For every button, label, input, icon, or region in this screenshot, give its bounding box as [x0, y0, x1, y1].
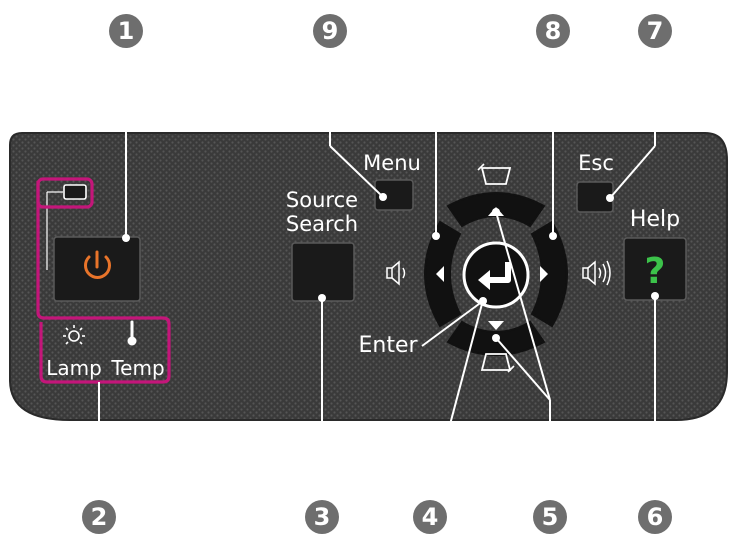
- callout-8: 8: [536, 14, 570, 48]
- temp-label: Temp: [110, 356, 164, 380]
- source-search-button[interactable]: [291, 242, 355, 302]
- svg-text:7: 7: [647, 17, 664, 45]
- help-button[interactable]: ?: [623, 237, 687, 301]
- menu-button[interactable]: [374, 179, 414, 211]
- keystone-down-icon: [480, 353, 515, 373]
- help-label: Help: [630, 207, 680, 232]
- callout-9: 9: [313, 14, 347, 48]
- menu-label: Menu: [363, 151, 421, 175]
- arrow-down-icon: [488, 321, 504, 330]
- callout-3: 3: [305, 500, 339, 534]
- power-icon: [84, 250, 111, 279]
- svg-text:1: 1: [118, 17, 135, 45]
- callout-2: 2: [82, 500, 116, 534]
- indicator-highlight: [36, 181, 171, 384]
- source-label-line1: Source: [286, 188, 358, 212]
- arrow-right-button[interactable]: [530, 220, 568, 328]
- callout-5: 5: [533, 500, 567, 534]
- keystone-up-icon: [477, 163, 512, 185]
- svg-text:8: 8: [545, 17, 562, 45]
- enter-label: Enter: [358, 333, 418, 358]
- leader-lines: [98, 48, 656, 501]
- arrow-right-icon: [540, 266, 548, 282]
- callout-6: 6: [638, 500, 672, 534]
- volume-down-icon: [386, 260, 406, 286]
- help-icon: ?: [645, 251, 666, 292]
- indicator-highlight-top: [36, 177, 94, 209]
- lamp-label: Lamp: [46, 356, 102, 380]
- lamp-icon: [63, 325, 85, 345]
- esc-label: Esc: [578, 151, 614, 175]
- svg-text:6: 6: [647, 503, 664, 531]
- enter-button[interactable]: [462, 241, 530, 309]
- status-indicator: [63, 184, 87, 200]
- svg-text:4: 4: [422, 503, 439, 531]
- svg-text:3: 3: [314, 503, 331, 531]
- dpad: [424, 192, 568, 356]
- callout-4: 4: [413, 500, 447, 534]
- svg-text:2: 2: [91, 503, 108, 531]
- power-button[interactable]: [53, 236, 141, 302]
- temp-icon: [127, 320, 137, 346]
- volume-up-icon: [582, 260, 611, 286]
- callout-7: 7: [638, 14, 672, 48]
- svg-text:9: 9: [322, 17, 339, 45]
- arrow-left-icon: [436, 266, 444, 282]
- control-panel: [9, 132, 728, 421]
- svg-text:5: 5: [542, 503, 559, 531]
- source-label-line2: Search: [286, 212, 358, 236]
- enter-icon: [478, 262, 511, 290]
- leader-dots: [122, 193, 659, 342]
- callout-1: 1: [109, 14, 143, 48]
